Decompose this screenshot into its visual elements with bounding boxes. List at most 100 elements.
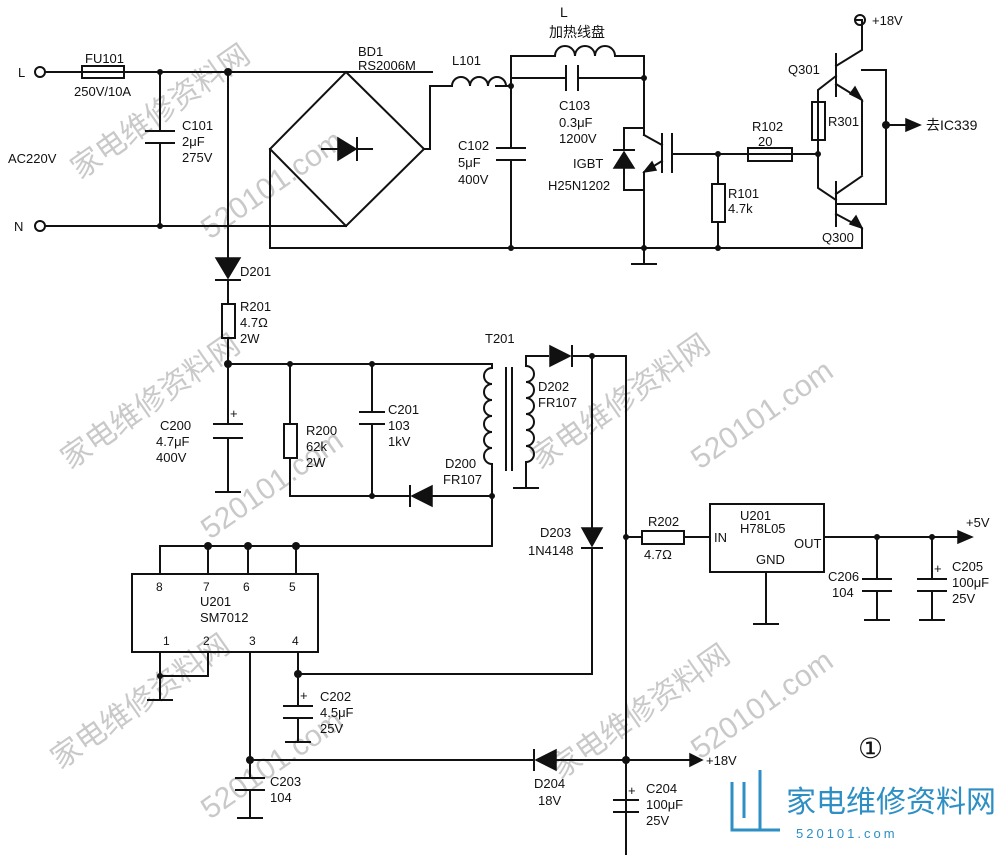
u201a-value: SM7012 [200, 610, 248, 625]
capacitor-c204 [613, 799, 639, 813]
resistor-r101 [711, 183, 726, 223]
terminal-n [34, 220, 46, 232]
resistor-r301 [811, 101, 826, 141]
pin-7: 7 [203, 580, 210, 594]
c103-value-2: 1200V [559, 131, 597, 146]
q300-label: Q300 [822, 230, 854, 245]
r200-label: R200 [306, 423, 337, 438]
c203-value: 104 [270, 790, 292, 805]
fu101-value: 250V/10A [74, 84, 131, 99]
regulator-5v: D203 1N4148 R202 4.7Ω U201 H78L05 IN OUT… [297, 355, 990, 675]
pin-2: 2 [203, 634, 210, 648]
l101-label: L101 [452, 53, 481, 68]
t201-label: T201 [485, 331, 515, 346]
q301-label: Q301 [788, 62, 820, 77]
v18-top-label: +18V [872, 13, 903, 28]
r101-label: R101 [728, 186, 759, 201]
mains-input: L N AC220V FU101 250V/10A C101 2μF 275V [8, 51, 433, 234]
v18-bottom-label: +18V [706, 753, 737, 768]
r102-label: R102 [752, 119, 783, 134]
capacitor-c205 [917, 578, 947, 592]
d202-value: FR107 [538, 395, 577, 410]
u201b-label: U201 [740, 508, 771, 523]
r200-value-1: 62k [306, 439, 327, 454]
c202-value-1: 4.5μF [320, 705, 354, 720]
c103-value-1: 0.3μF [559, 115, 593, 130]
capacitor-c103 [565, 65, 579, 91]
c201-value-1: 103 [388, 418, 410, 433]
c102-value-2: 400V [458, 172, 489, 187]
pin-1: 1 [163, 634, 170, 648]
d204-value: 18V [538, 793, 561, 808]
r201-label: R201 [240, 299, 271, 314]
c102-value-1: 5μF [458, 155, 481, 170]
terminal-l [34, 66, 46, 78]
resistor-r202 [641, 530, 685, 545]
gate-drive: R102 20 R101 4.7k +18V Q301 Q300 R301 [671, 13, 978, 251]
pin-8: 8 [156, 580, 163, 594]
c206-value: 104 [832, 585, 854, 600]
d200-label: D200 [445, 456, 476, 471]
v5-label: +5V [966, 515, 990, 530]
ic339-label: 去IC339 [926, 117, 978, 133]
c204-value-1: 100μF [646, 797, 683, 812]
r201-value-2: 2W [240, 331, 260, 346]
power-stage: L101 C102 5μF 400V L 加热线盘 C103 0.3μF 120… [451, 4, 819, 265]
bd1-value: RS2006M [358, 58, 416, 73]
r201-value-1: 4.7Ω [240, 315, 268, 330]
pin-gnd-label: GND [756, 552, 785, 567]
d202-label: D202 [538, 379, 569, 394]
watermark-url-2: 520101.com [685, 354, 839, 476]
capacitor-c200 [213, 423, 243, 439]
u201a-label: U201 [200, 594, 231, 609]
r101-value: 4.7k [728, 201, 753, 216]
c200-label: C200 [160, 418, 191, 433]
c205-value-1: 100μF [952, 575, 989, 590]
capacitor-c203 [235, 777, 265, 791]
d204-label: D204 [534, 776, 565, 791]
c200-value-1: 4.7μF [156, 434, 190, 449]
watermark-url-1: 520101.com [195, 124, 349, 246]
c201-label: C201 [388, 402, 419, 417]
aux-input: D201 R201 4.7Ω 2W + C200 4.7μF 400V R200… [156, 71, 493, 508]
c204-label: C204 [646, 781, 677, 796]
d201-label: D201 [240, 264, 271, 279]
resistor-r200 [283, 423, 298, 459]
pin-3: 3 [249, 634, 256, 648]
logo-text: 家电维修资料网 [786, 785, 996, 820]
c202-label: C202 [320, 689, 351, 704]
capacitor-c206 [862, 578, 892, 592]
c204-plus: + [628, 783, 636, 798]
pin-5: 5 [289, 580, 296, 594]
capacitor-c102 [496, 147, 526, 161]
label-l: L [18, 65, 25, 80]
heating-coil-cn: 加热线盘 [549, 24, 605, 40]
c200-value-2: 400V [156, 450, 187, 465]
c200-plus: + [230, 406, 238, 421]
c204-value-2: 25V [646, 813, 669, 828]
c201-value-2: 1kV [388, 434, 411, 449]
inductor-l101 [451, 76, 507, 87]
c101-label: C101 [182, 118, 213, 133]
igbt-value: H25N1202 [548, 178, 610, 193]
capacitor-c202 [283, 705, 313, 719]
r102-value: 20 [758, 134, 772, 149]
logo-mark-icon [730, 770, 780, 832]
d203-value: 1N4148 [528, 543, 574, 558]
d200-value: FR107 [443, 472, 482, 487]
pin-out-label: OUT [794, 536, 822, 551]
c202-plus: + [300, 688, 308, 703]
r200-value-2: 2W [306, 455, 326, 470]
label-ac220v: AC220V [8, 151, 57, 166]
c202-value-2: 25V [320, 721, 343, 736]
watermark-text-3: 家电维修资料网 [55, 328, 246, 475]
igbt-label: IGBT [573, 156, 603, 171]
label-n: N [14, 219, 23, 234]
transformer-t201: T201 D202 FR107 [159, 331, 627, 855]
c102-label: C102 [458, 138, 489, 153]
pin-6: 6 [243, 580, 250, 594]
site-logo: 家电维修资料网 520101.com [730, 770, 996, 841]
c205-value-2: 25V [952, 591, 975, 606]
c205-plus: + [934, 561, 942, 576]
